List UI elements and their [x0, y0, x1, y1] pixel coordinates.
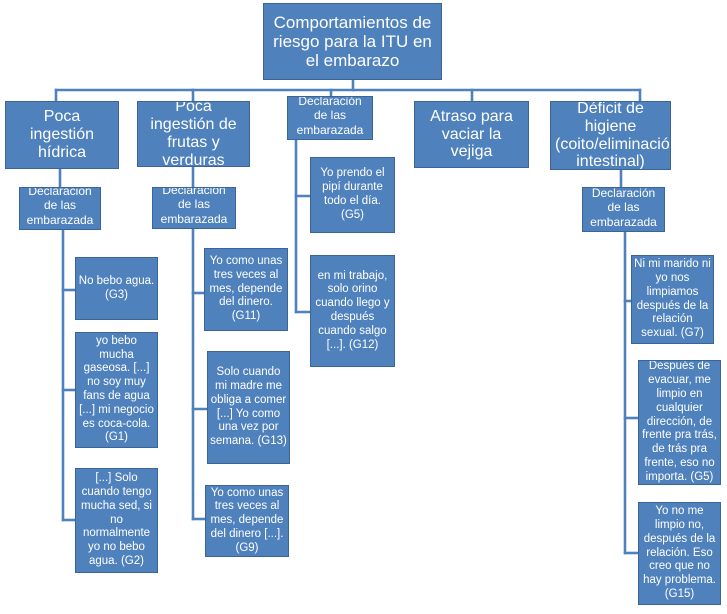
category-1-quote-3-text: [...] Solo cuando tengo mucha sed, si no… — [81, 472, 152, 567]
category-1-quote-1-text: No bebo agua. (G3) — [78, 274, 155, 301]
category-2-quote-2: Solo cuando mi madre me obliga a comer [… — [207, 351, 290, 464]
category-3-quote-1-text: Yo prendo el pipí durante todo el día. (… — [320, 167, 385, 221]
category-2-quote-1: Yo como unas tres veces al mes, depende … — [204, 248, 288, 331]
category-2-quote-3-text: Yo como unas tres veces al mes, depende … — [210, 486, 284, 554]
category-2-quote-3: Yo como unas tres veces al mes, depende … — [205, 485, 289, 557]
category-3-quote-2-text: en mi trabajo, solo orino cuando llego y… — [315, 269, 390, 351]
category-3-quote-2: en mi trabajo, solo orino cuando llego y… — [310, 255, 395, 367]
category-5-quote-3-text: Yo no me limpio no, después de la relaci… — [643, 505, 716, 600]
category-2-quote-2-text: Solo cuando mi madre me obliga a comer [… — [210, 366, 287, 448]
root-label: Comportamientos de riesgo para la ITU en… — [273, 12, 432, 71]
category-5-declaration: Declaración de las embarazada — [582, 187, 665, 232]
category-2-quote-1-text: Yo como unas tres veces al mes, depende … — [209, 255, 283, 323]
category-2-declaration-label: Declaración de las embarazada — [160, 187, 228, 226]
category-1-quote-2-text: yo bebo mucha gaseosa. [...] no soy muy … — [79, 334, 154, 444]
category-5-node: Déficit de higiene (coito/eliminación in… — [550, 101, 671, 170]
category-5-quote-2-text: Después de evacuar, me limpio en cualqui… — [642, 360, 717, 483]
category-3-quote-1: Yo prendo el pipí durante todo el día. (… — [310, 157, 395, 233]
category-5-label: Déficit de higiene (coito/eliminación in… — [555, 101, 671, 170]
category-1-quote-1: No bebo agua. (G3) — [75, 257, 158, 320]
category-2-declaration: Declaración de las embarazada — [152, 187, 236, 229]
root-node: Comportamientos de riesgo para la ITU en… — [263, 3, 442, 80]
category-5-quote-2: Después de evacuar, me limpio en cualqui… — [638, 360, 721, 485]
category-5-quote-1-text: Ni mi marido ni yo nos limpiamos después… — [634, 258, 711, 340]
category-5-declaration-label: Declaración de las embarazada — [590, 187, 657, 229]
category-3-declaration: Declaración de las embarazada — [287, 96, 373, 140]
category-2-node: Poca ingestión de frutas y verduras — [137, 101, 250, 167]
category-4-node: Atraso para vaciar la vejiga — [414, 101, 529, 168]
category-1-node: Poca ingestión hídrica — [5, 101, 119, 169]
category-3-declaration-label: Declaración de las embarazada — [296, 96, 364, 137]
category-1-quote-2: yo bebo mucha gaseosa. [...] no soy muy … — [75, 332, 158, 448]
category-5-quote-3: Yo no me limpio no, después de la relaci… — [638, 502, 721, 605]
category-1-declaration: Declaración de las embarazada — [19, 187, 101, 230]
category-1-quote-3: [...] Solo cuando tengo mucha sed, si no… — [75, 468, 158, 573]
category-5-quote-1: Ni mi marido ni yo nos limpiamos después… — [631, 255, 714, 344]
category-1-declaration-label: Declaración de las embarazada — [26, 187, 94, 227]
category-2-label: Poca ingestión de frutas y verduras — [150, 101, 237, 167]
category-4-label: Atraso para vaciar la vejiga — [430, 107, 513, 161]
category-1-label: Poca ingestión hídrica — [29, 108, 95, 161]
